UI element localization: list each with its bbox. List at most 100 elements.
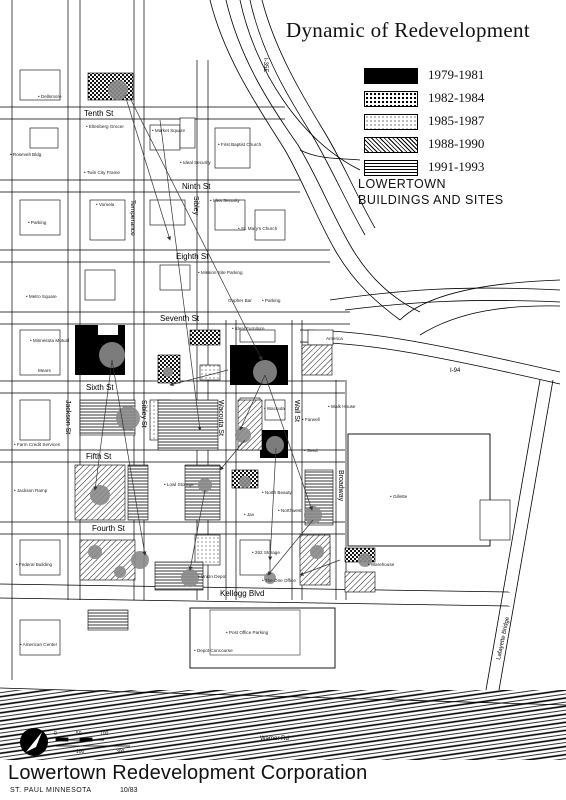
footer-city: ST. PAUL MINNESOTA (10, 787, 92, 794)
site-jax: • Jax (244, 512, 255, 517)
site-depot-concourse: • Depot Concourse (194, 648, 233, 653)
legend-label: 1988-1990 (428, 136, 485, 151)
site-north-beauty: • North Beauty (262, 490, 292, 495)
scale-bar (55, 737, 130, 747)
legend-label: 1979-1981 (428, 67, 485, 82)
site-first-baptist: • First Baptist Church (218, 142, 262, 147)
site-eltenberg: • Eltenberg Grocer (86, 124, 124, 129)
legend-swatch-horizontal (364, 160, 418, 176)
site-mission-site-parking: • Mission Site Parking (198, 270, 243, 275)
site-union-depot: • Union Depot (198, 574, 227, 579)
legend-item-1979-1981: 1979-1981 (358, 66, 558, 89)
map-title: Dynamic of Redevelopment (286, 18, 530, 42)
legend-item-1985-1987: 1985-1987 (358, 112, 558, 135)
site-rosevelt: • Rosevelt Bldg. (10, 152, 43, 157)
lafayette-bridge (485, 379, 554, 691)
legend-item-1991-1993: 1991-1993 (358, 158, 558, 181)
redevelopment-arrows (93, 94, 341, 576)
site-seed: • Seed (304, 448, 318, 453)
street-sibley-north: Sibley (192, 196, 199, 216)
site-parking-1: • Parking (28, 220, 47, 225)
subtitle-line-2: BUILDINGS AND SITES (358, 193, 504, 207)
street-fourth: Fourth St (92, 524, 126, 533)
site-american-center: • American Center (20, 642, 58, 647)
street-wacouta: Wacouta St (217, 400, 224, 436)
site-lowl-storage: • Lowl Storage (164, 482, 194, 487)
scale-label-0: 0 (54, 731, 57, 737)
legend-swatch-diagonal (364, 137, 418, 153)
scale-label-100-top: 100 (100, 731, 109, 737)
freeway-i94 (299, 279, 561, 385)
site-262-storage: • 262 Storage (252, 550, 280, 555)
gillette-annex (479, 499, 511, 541)
street-warner: Warner Rd (260, 736, 289, 742)
gillette-building (347, 433, 491, 547)
site-farwell: • Farwell (302, 417, 320, 422)
street-temperance: Temperance (129, 200, 136, 236)
legend-label: 1982-1984 (428, 90, 485, 105)
site-wacouta: • Wacouta (264, 406, 285, 411)
site-walk-house: • Walk House (328, 404, 356, 409)
site-the-one-office: • The One Office (262, 578, 296, 583)
development-circles (88, 80, 372, 587)
street-broadway: Broadway (337, 470, 344, 502)
scale-label-300: 300 (116, 749, 125, 755)
rail-edge (0, 687, 566, 706)
footer-date: 10/83 (120, 787, 138, 794)
street-seventh: Seventh St (160, 314, 200, 323)
scale-label-50: 50 (76, 731, 82, 737)
site-st-marys: • St. Mary's Church (238, 226, 278, 231)
site-vomela: • Vomela (96, 202, 115, 207)
street-grid (0, 0, 511, 680)
site-federal-building: • Federal Building (16, 562, 53, 567)
street-jackson: Jackson St (64, 400, 71, 434)
site-america: America (326, 336, 343, 341)
site-labels: • Dellsmore • Rosevelt Bldg. • Eltenberg… (10, 94, 408, 653)
street-ninth: Ninth St (182, 182, 211, 191)
street-kellogg: Kellogg Blvd (220, 589, 264, 598)
street-lafayette: Lafayette Bridge (496, 616, 511, 661)
subtitle-line-1: LOWERTOWN (358, 177, 447, 191)
depot-wing (209, 609, 301, 656)
legend-swatch-light-dots (364, 114, 418, 130)
street-i94: I-94 (450, 368, 461, 374)
street-i35e: I-35E (262, 58, 268, 72)
site-ideal-furniture: • Ideal Furniture (232, 326, 265, 331)
legend-item-1988-1990: 1988-1990 (358, 135, 558, 158)
legend-swatch-dense-dots (364, 91, 418, 107)
site-gopher-bar: Gopher Bar (228, 298, 252, 303)
street-tenth: Tenth St (84, 109, 114, 118)
legend: 1979-1981 1982-1984 1985-1987 1988-1990 … (358, 66, 558, 181)
north-arrow-icon (20, 728, 48, 756)
site-mears: Mears (38, 368, 51, 373)
site-northwest: • Northwest (278, 508, 302, 513)
legend-label: 1991-1993 (428, 159, 485, 174)
legend-label: 1985-1987 (428, 113, 485, 128)
site-metro-square: • Metro Square (26, 294, 57, 299)
street-labels: Tenth St Ninth St Eighth St Seventh St S… (64, 58, 511, 742)
sites-1988-1990 (74, 344, 376, 593)
site-gillette: • Gillette (390, 494, 408, 499)
site-ideal-security: • Ideal Security (180, 160, 211, 165)
site-jackson-ramp: • Jackson Ramp (14, 488, 48, 493)
legend-item-1982-1984: 1982-1984 (358, 89, 558, 112)
site-warehouse: • Warehouse (368, 562, 395, 567)
street-eighth: Eighth St (176, 252, 209, 261)
site-twin-city-frame: • Twin City Frame (84, 170, 120, 175)
site-minnesota-mutual: • Minnesota Mutual (30, 338, 69, 343)
map-subtitle: LOWERTOWN BUILDINGS AND SITES (358, 176, 558, 208)
footer-title: Lowertown Redevelopment Corporation (8, 762, 368, 784)
scale-label-100-bottom: 100 (76, 749, 85, 755)
street-sibley-south: Sibley St (140, 400, 147, 428)
railroad-yard (0, 690, 566, 760)
site-parking-2: • Parking (262, 298, 281, 303)
post-office-block (189, 607, 336, 669)
building-outlines (19, 69, 334, 656)
street-fifth: Fifth St (86, 452, 112, 461)
site-farm-credit: • Farm Credit Services (14, 442, 61, 447)
street-wall: Wall St (293, 400, 300, 422)
site-market-square: • Market Square (152, 128, 185, 133)
site-dellsmore: • Dellsmore (38, 94, 62, 99)
street-sixth: Sixth St (86, 383, 114, 392)
